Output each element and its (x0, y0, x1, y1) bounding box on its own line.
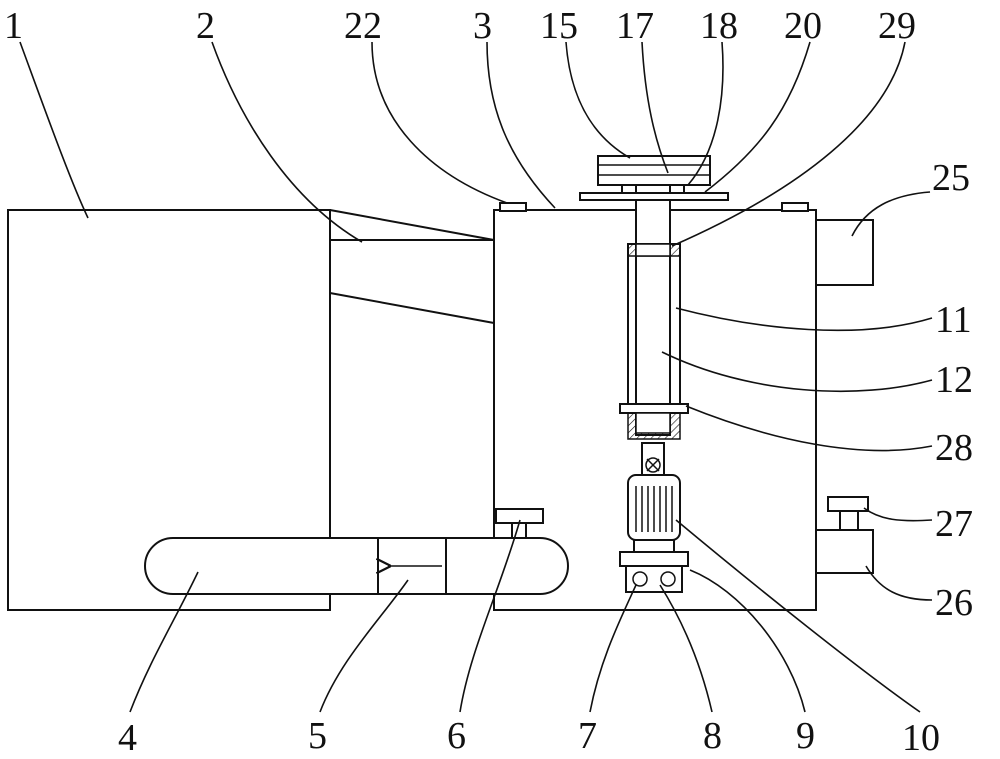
label-9: 9 (796, 715, 815, 757)
connecting-pipe (329, 209, 495, 324)
label-7: 7 (578, 715, 597, 757)
bearing-left (621, 184, 637, 194)
leader-lines (19, 41, 933, 713)
label-27: 27 (935, 503, 973, 545)
label-4: 4 (118, 717, 137, 759)
coupling-joint (641, 442, 665, 476)
holder-hole-left (632, 571, 648, 587)
label-10: 10 (902, 717, 940, 759)
label-25: 25 (932, 157, 970, 199)
outlet-cap (827, 496, 869, 512)
left-tank (7, 209, 331, 611)
label-11: 11 (935, 299, 972, 341)
vertical-shaft (635, 199, 671, 436)
sleeve-flange (619, 403, 689, 414)
coupling-cup (627, 412, 681, 440)
motor (627, 474, 681, 553)
side-outlet-lower (815, 529, 874, 574)
label-8: 8 (703, 715, 722, 757)
top-plate (579, 192, 729, 201)
label-18: 18 (700, 5, 738, 47)
motor-base (619, 551, 689, 567)
label-28: 28 (935, 427, 973, 469)
outlet-stem (839, 509, 859, 531)
label-5: 5 (308, 715, 327, 757)
label-6: 6 (447, 715, 466, 757)
side-box-upper (815, 219, 874, 286)
label-29: 29 (878, 5, 916, 47)
return-pipe (144, 537, 569, 595)
label-20: 20 (784, 5, 822, 47)
top-nub-right (781, 202, 809, 212)
label-15: 15 (540, 5, 578, 47)
label-26: 26 (935, 582, 973, 624)
top-disc (597, 155, 711, 186)
label-1: 1 (4, 5, 23, 47)
label-3: 3 (473, 5, 492, 47)
label-22: 22 (344, 5, 382, 47)
label-12: 12 (935, 359, 973, 401)
label-2: 2 (196, 5, 215, 47)
holder-hole-right (660, 571, 676, 587)
bearing-right (669, 184, 685, 194)
label-17: 17 (616, 5, 654, 47)
top-nub-left (499, 202, 527, 212)
